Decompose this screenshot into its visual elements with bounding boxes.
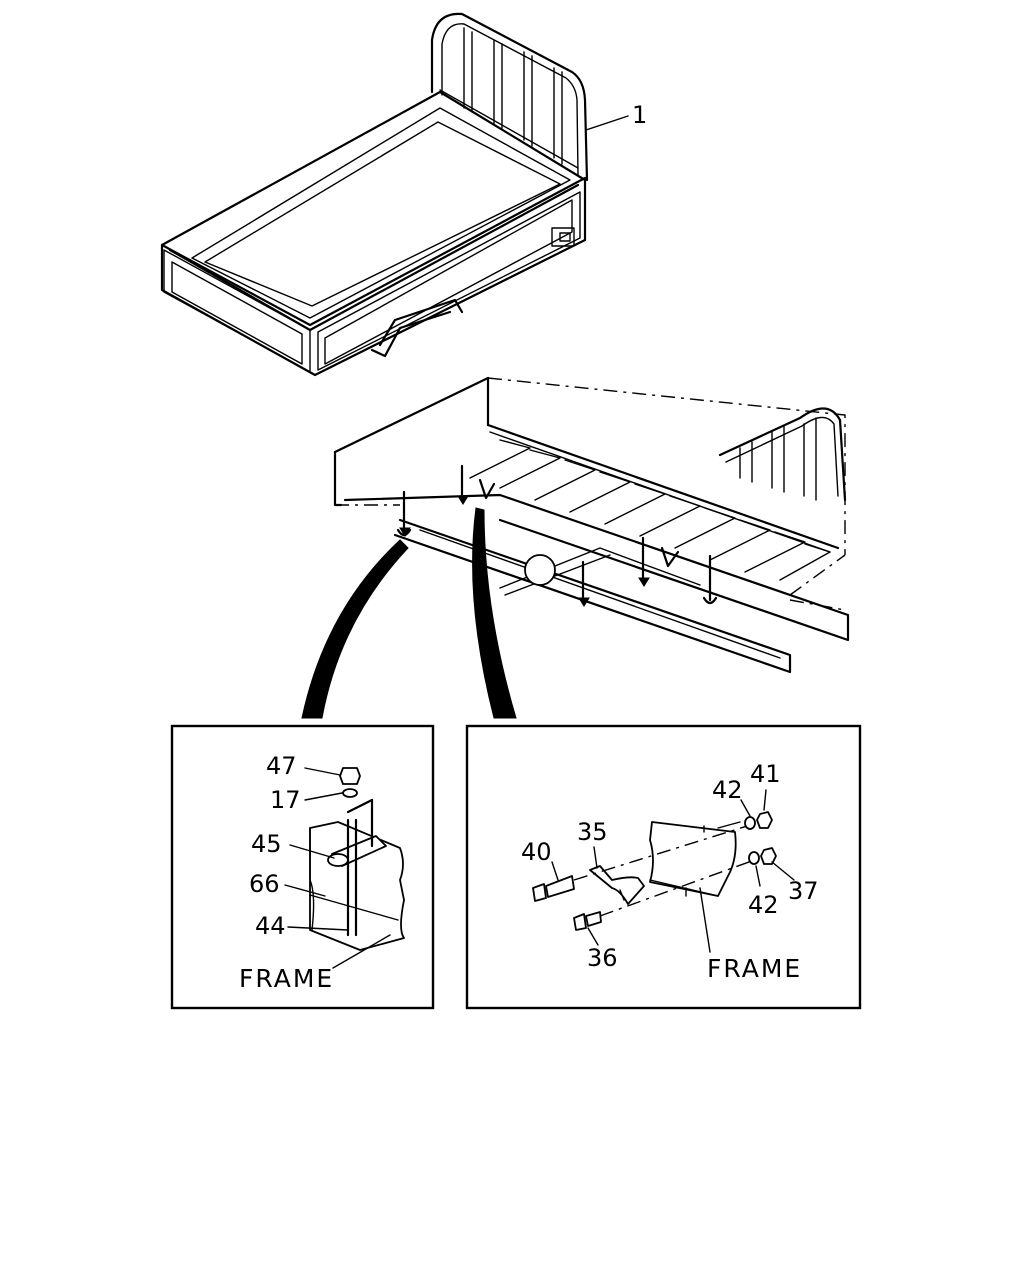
callout-number: 17 — [270, 786, 301, 814]
leader-swoosh-right — [472, 507, 517, 719]
frame-label: FRAME — [239, 964, 334, 993]
callout-number: 66 — [249, 870, 280, 898]
callout-number: 42 — [712, 776, 743, 804]
callout-number: 40 — [521, 838, 552, 866]
callout-number: 42 — [748, 891, 779, 919]
frame-label: FRAME — [707, 954, 802, 983]
truck-bed-illustration — [160, 12, 589, 377]
callout-number: 35 — [577, 818, 608, 846]
detail-box-right: 40 35 36 42 41 42 37 FRAME — [465, 724, 862, 1010]
callout-number: 41 — [750, 760, 781, 788]
callout-number: 1 — [632, 101, 647, 129]
callout-number: 45 — [251, 830, 282, 858]
chassis-mounting-illustration — [333, 376, 850, 674]
callout-number: 47 — [266, 752, 297, 780]
leader-swoosh-left — [301, 539, 409, 719]
callout-number: 44 — [255, 912, 286, 940]
callout-1: 1 — [585, 101, 647, 131]
callout-number: 37 — [788, 877, 819, 905]
callout-number: 36 — [587, 944, 618, 972]
detail-box-left: 47 17 45 66 44 FRAME — [170, 724, 435, 1010]
